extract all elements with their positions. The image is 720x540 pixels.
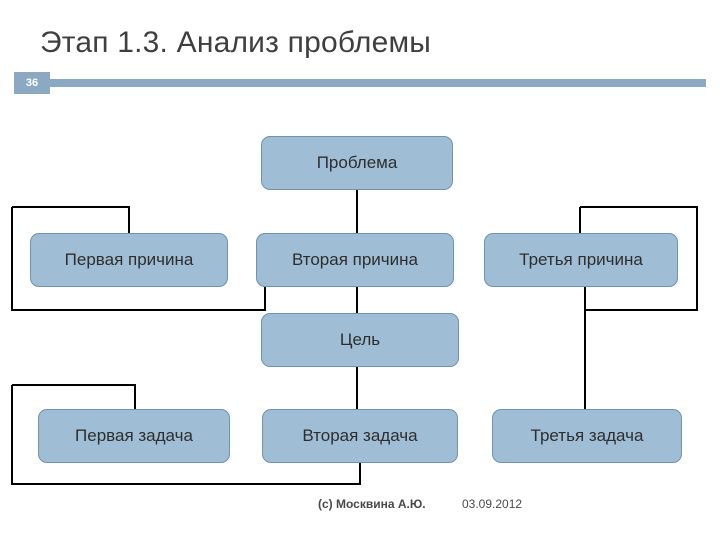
page-title: Этап 1.3. Анализ проблемы bbox=[40, 26, 432, 59]
node-cause-1[interactable]: Первая причина bbox=[30, 233, 228, 287]
node-cause-2[interactable]: Вторая причина bbox=[256, 233, 454, 287]
footer-author: (с) Москвина А.Ю. bbox=[318, 497, 426, 511]
footer-date: 03.09.2012 bbox=[462, 497, 523, 511]
node-goal[interactable]: Цель bbox=[261, 313, 459, 367]
slide-number-badge: 36 bbox=[14, 72, 50, 94]
node-task-2[interactable]: Вторая задача bbox=[262, 409, 458, 463]
node-cause-3[interactable]: Третья причина bbox=[484, 233, 678, 287]
node-task-3[interactable]: Третья задача bbox=[492, 409, 682, 463]
title-divider bbox=[50, 79, 706, 87]
node-task-1[interactable]: Первая задача bbox=[38, 409, 230, 463]
node-problem[interactable]: Проблема bbox=[261, 136, 453, 190]
